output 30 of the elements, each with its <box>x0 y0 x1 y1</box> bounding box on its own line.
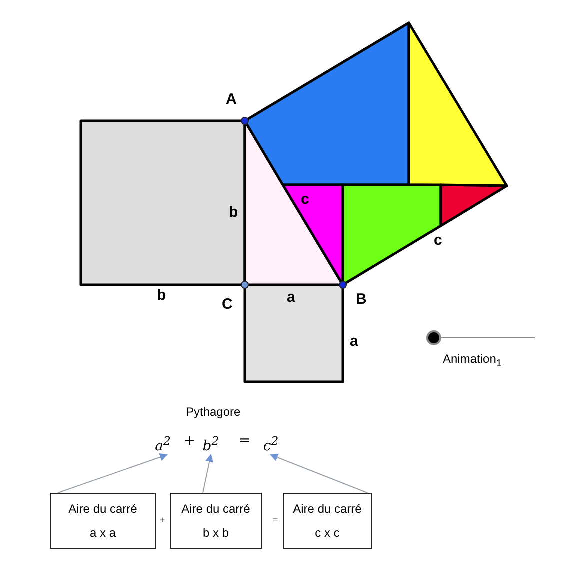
title: Pythagore <box>186 404 241 420</box>
arrow <box>202 454 214 494</box>
operator: + <box>160 514 166 527</box>
side-label: b <box>229 205 238 221</box>
slider-label: Animation$_{1}$ <box>443 351 502 372</box>
text-box <box>283 493 372 549</box>
point-label: B <box>356 292 367 308</box>
formula-term: b$^{2}$ <box>198 430 224 452</box>
text-box <box>50 493 156 549</box>
box-formula: b x b <box>202 526 230 540</box>
side-label: b <box>157 288 166 304</box>
point-label: C <box>222 297 233 313</box>
operator: = <box>239 433 251 449</box>
arrow <box>270 454 368 494</box>
text-box <box>170 493 262 549</box>
arrow <box>58 454 168 494</box>
box-formula: a x a <box>88 526 117 540</box>
point-label: A <box>226 92 237 108</box>
side-label: a <box>350 334 358 350</box>
box-formula: c x c <box>314 526 341 540</box>
operator: = <box>273 514 278 527</box>
box-title: Aire du carré <box>68 502 138 516</box>
side-label: c <box>301 192 310 208</box>
side-label: c <box>434 233 442 249</box>
side-label: a <box>287 290 296 306</box>
operator: + <box>184 433 196 449</box>
formula-term: c$^{2}$ <box>258 430 284 452</box>
box-title: Aire du carré <box>292 502 363 516</box>
formula-term: a$^{2}$ <box>150 430 176 452</box>
box-title: Aire du carré <box>180 502 252 516</box>
